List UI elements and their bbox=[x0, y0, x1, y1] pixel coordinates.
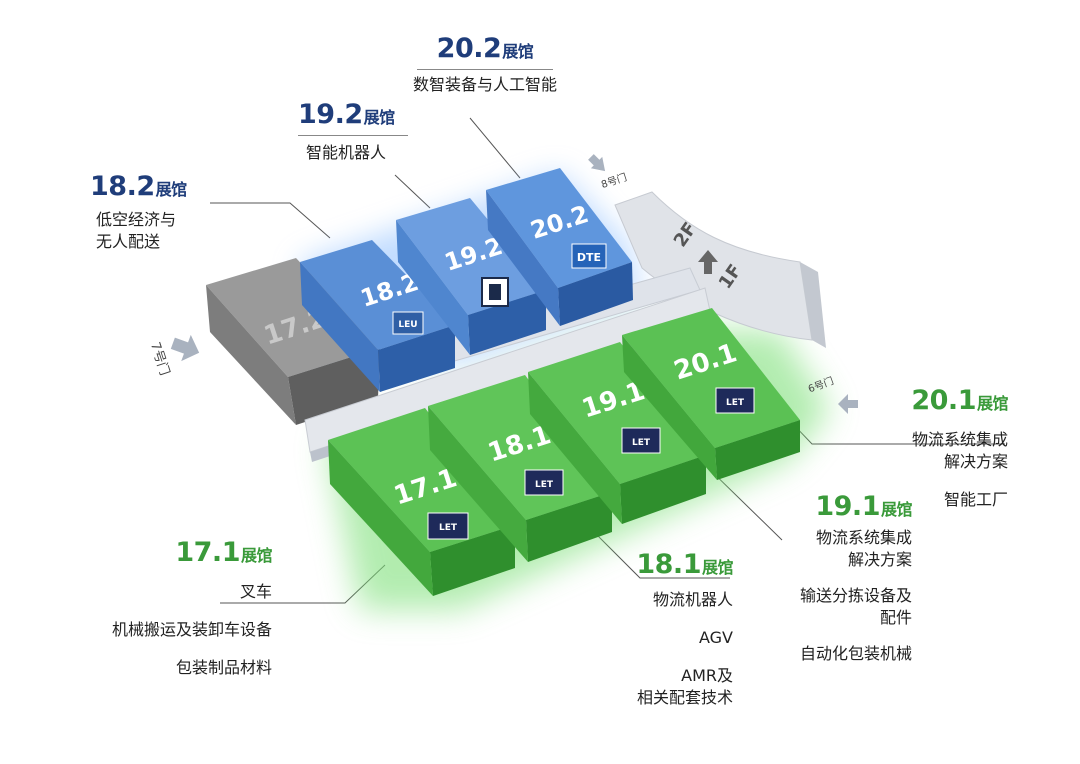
hall-label-17-1-line-2: 机械搬运及装卸车设备 bbox=[111, 620, 272, 639]
hall-label-18-2-title: 18.2展馆 bbox=[90, 171, 187, 202]
hall-block-17-2[interactable]: 17.2 bbox=[206, 258, 380, 425]
hall-block-18-1[interactable]: 18.1 LET bbox=[428, 375, 612, 562]
hall-label-20-1: 20.1展馆 物流系统集成 解决方案 智能工厂 bbox=[868, 386, 1008, 511]
hall-label-19-1-line-3: 输送分拣设备及 bbox=[799, 586, 912, 605]
hall-label-19-2: 19.2展馆 智能机器人 bbox=[298, 100, 408, 164]
hall-label-20-1-title: 20.1展馆 bbox=[911, 385, 1008, 416]
gate-6-arrow-icon bbox=[838, 394, 858, 414]
hall-label-18-2-line-1: 低空经济与 bbox=[96, 210, 177, 229]
hall-label-18-2: 18.2展馆 低空经济与 无人配送 bbox=[90, 172, 210, 253]
floor-up-arrow-icon bbox=[698, 250, 718, 274]
hall-block-20-1[interactable]: 20.1 LET bbox=[622, 308, 800, 480]
logo-cemat-icon bbox=[481, 277, 509, 307]
hall-label-19-1: 19.1展馆 物流系统集成 解决方案 输送分拣设备及 配件 自动化包装机械 bbox=[770, 491, 913, 665]
hall-label-18-1: 18.1展馆 物流机器人 AGV AMR及 相关配套技术 bbox=[615, 550, 733, 709]
hall-label-18-1-line-1: 物流机器人 bbox=[652, 590, 733, 609]
gate-7-label: 7号门 bbox=[147, 340, 172, 377]
floor-ramp-side bbox=[800, 262, 826, 348]
logo-let-17-1: LET bbox=[439, 523, 458, 533]
hall-label-20-2-title: 20.2展馆 bbox=[417, 34, 553, 70]
gate-6-label: 6号门 bbox=[806, 374, 835, 395]
hall-label-19-2-title: 19.2展馆 bbox=[298, 100, 408, 136]
hall-label-20-1-line-1: 物流系统集成 bbox=[911, 430, 1008, 449]
hall-block-20-2[interactable]: 20.2 DTE bbox=[486, 168, 633, 326]
hall-label-18-1-line-3: AMR及 bbox=[681, 666, 733, 685]
logo-let-19-1: LET bbox=[632, 438, 651, 448]
hall-label-17-1-line-3: 包装制品材料 bbox=[175, 658, 272, 677]
gate-8-label: 8号门 bbox=[599, 170, 628, 191]
hall-label-20-2-line: 数智装备与人工智能 bbox=[412, 75, 557, 94]
hall-label-18-1-line-4: 相关配套技术 bbox=[636, 688, 733, 707]
gate-7-arrow-icon bbox=[170, 334, 200, 362]
logo-let-18-1: LET bbox=[535, 480, 554, 490]
hall-label-20-1-line-3: 智能工厂 bbox=[943, 490, 1008, 509]
leader-line-20-2 bbox=[469, 117, 521, 179]
leader-line-18-2 bbox=[210, 202, 331, 239]
logo-leu: LEU bbox=[398, 320, 417, 330]
hall-block-19-2[interactable]: 19.2 bbox=[396, 198, 546, 355]
hall-label-18-1-title: 18.1展馆 bbox=[636, 549, 733, 580]
hall-label-20-2: 20.2展馆 数智装备与人工智能 bbox=[395, 34, 575, 96]
hall-label-19-1-line-5: 自动化包装机械 bbox=[799, 644, 912, 663]
logo-dte: DTE bbox=[577, 251, 601, 264]
logo-let-20-1: LET bbox=[726, 398, 745, 408]
hall-label-19-1-line-2: 解决方案 bbox=[847, 550, 912, 569]
leader-line-19-2 bbox=[394, 174, 431, 209]
hall-label-19-1-title: 19.1展馆 bbox=[815, 491, 912, 522]
leader-line-18-1 bbox=[591, 529, 730, 579]
hall-label-19-1-line-4: 配件 bbox=[879, 608, 912, 627]
hall-label-17-1-title: 17.1展馆 bbox=[175, 537, 272, 568]
hall-label-18-2-line-2: 无人配送 bbox=[96, 232, 161, 251]
hall-label-20-1-line-2: 解决方案 bbox=[943, 452, 1008, 471]
hall-label-17-1: 17.1展馆 叉车 机械搬运及装卸车设备 包装制品材料 bbox=[70, 537, 273, 679]
hall-block-17-1[interactable]: 17.1 LET bbox=[328, 408, 515, 596]
gate-8-arrow-icon bbox=[588, 154, 606, 172]
hall-label-19-1-line-1: 物流系统集成 bbox=[815, 528, 912, 547]
hall-label-18-1-line-2: AGV bbox=[698, 628, 733, 647]
hall-label-17-1-line-1: 叉车 bbox=[239, 582, 272, 601]
hall-label-19-2-line: 智能机器人 bbox=[306, 143, 387, 162]
